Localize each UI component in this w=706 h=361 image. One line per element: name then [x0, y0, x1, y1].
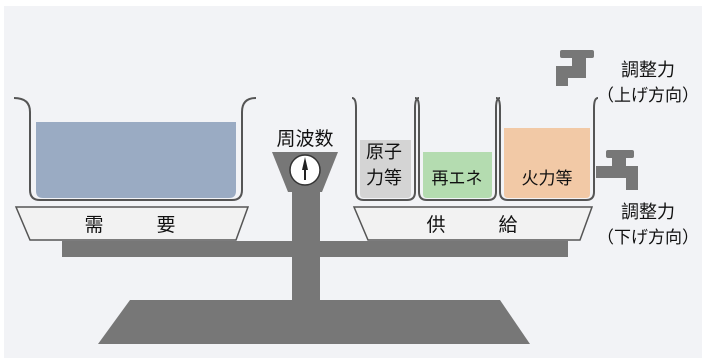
- thermal-label: 火力等: [522, 169, 573, 189]
- adjust-up-label-line2: （上げ方向）: [597, 86, 699, 106]
- frequency-label: 周波数: [276, 128, 333, 150]
- adjust-down-label-line1: 調整力: [621, 202, 675, 223]
- adjust-down-label-line2: （下げ方向）: [597, 228, 699, 248]
- scale-beam: [62, 241, 568, 257]
- thermal-fill: [504, 128, 590, 198]
- renewable-tank: [414, 97, 501, 201]
- lower-faucet-icon: [596, 150, 638, 190]
- scale-base: [98, 300, 530, 344]
- adjust-up-label-line1: 調整力: [621, 60, 675, 81]
- nuclear-tank: [351, 97, 420, 201]
- supply-label-left: 供: [426, 214, 445, 236]
- supply-label-right: 給: [498, 214, 517, 236]
- nuclear-fill: [360, 140, 411, 198]
- demand-pan: [14, 206, 250, 241]
- demand-tank: [13, 97, 257, 201]
- demand-label-right: 要: [156, 214, 175, 236]
- demand-label-left: 需: [84, 214, 103, 236]
- demand-water: [36, 122, 236, 198]
- frequency-meter-needle: [302, 157, 308, 170]
- upper-faucet-icon: [556, 50, 594, 86]
- nuclear-label-line1: 原子: [366, 142, 402, 163]
- renewable-label: 再エネ: [432, 169, 483, 189]
- renewable-fill: [423, 152, 492, 198]
- nuclear-label-line2: 力等: [366, 168, 402, 189]
- supply-pan: [352, 206, 594, 241]
- thermal-tank: [495, 97, 599, 201]
